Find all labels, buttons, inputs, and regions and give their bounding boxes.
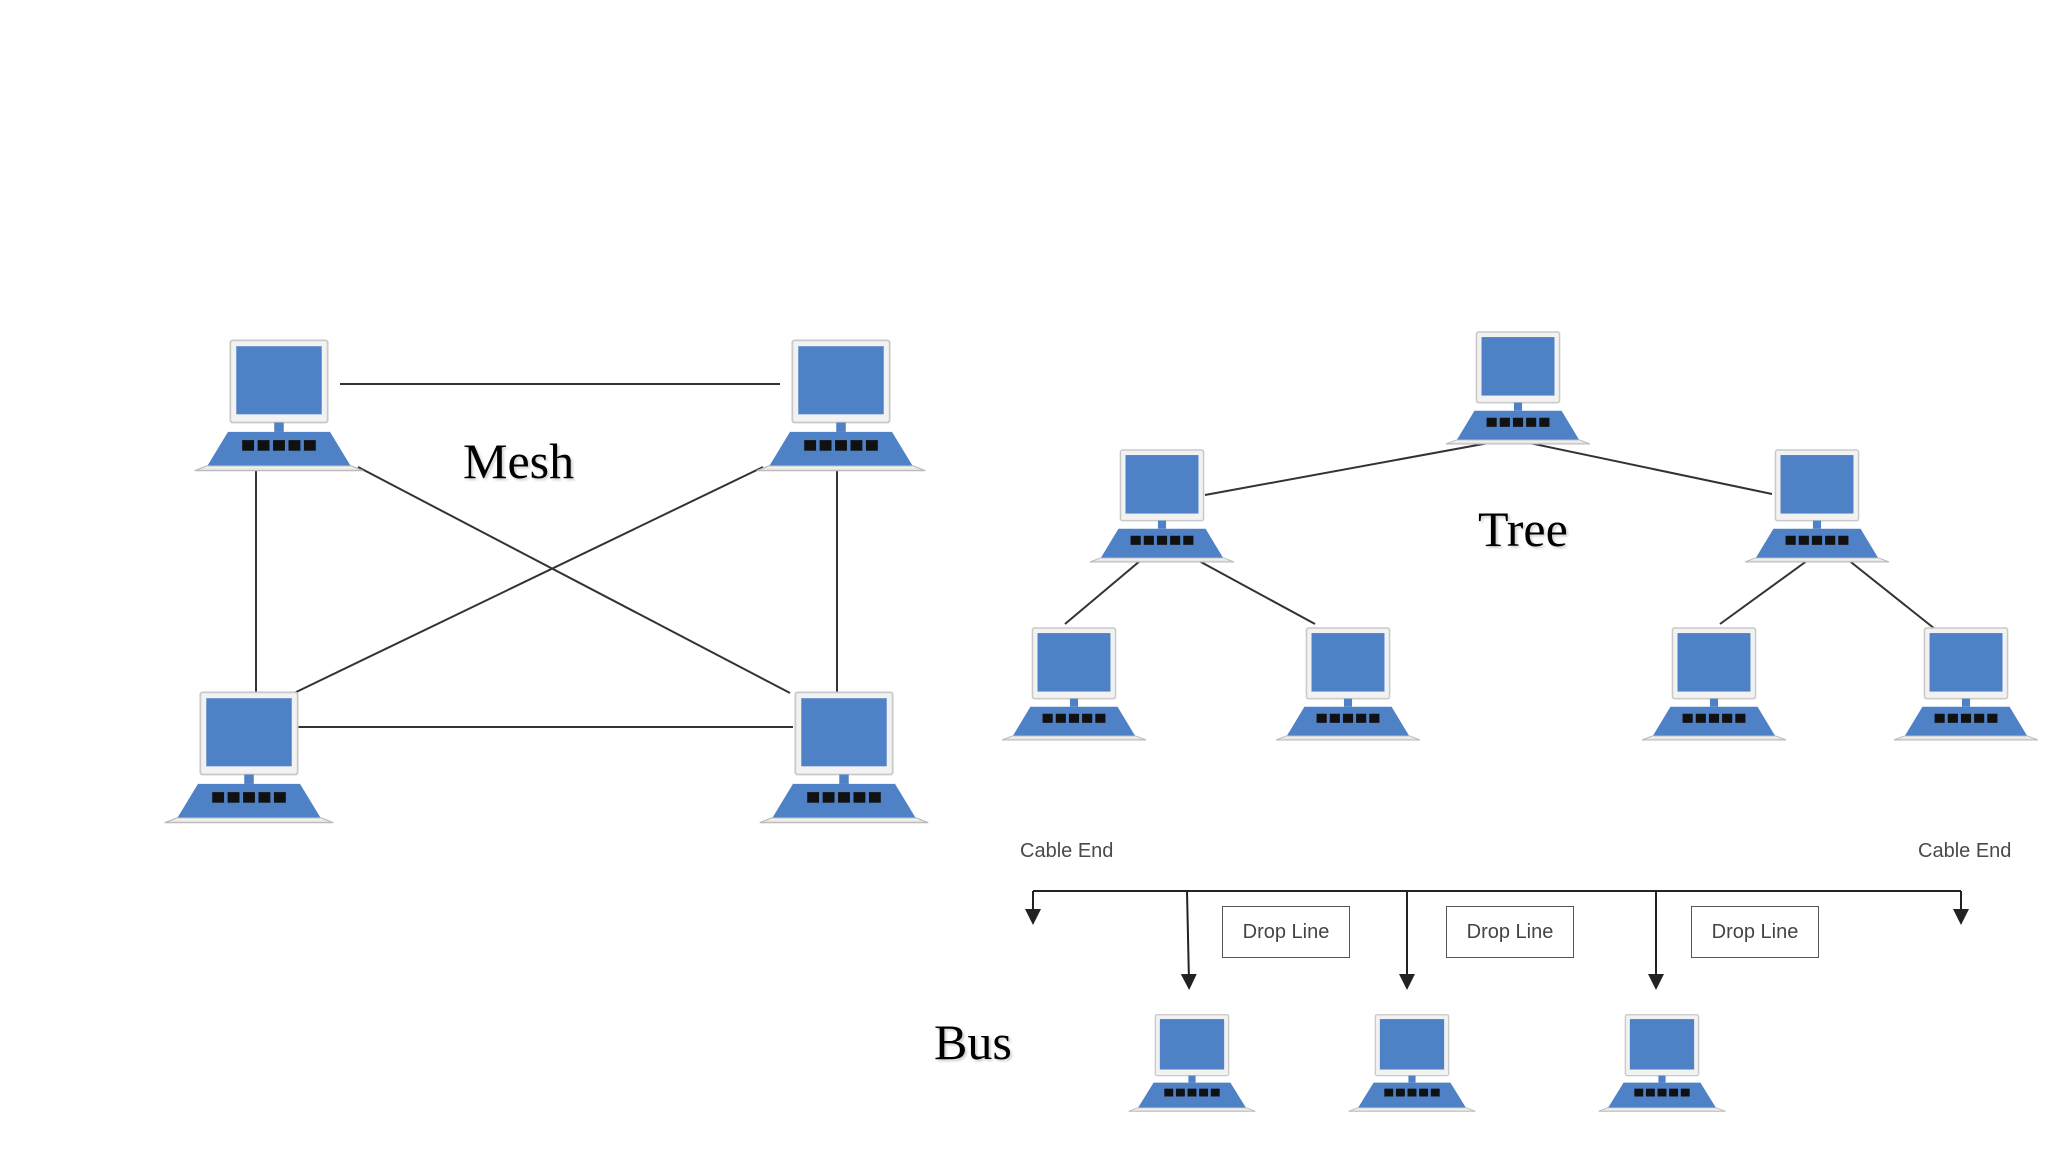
mesh-title: Mesh <box>463 433 575 489</box>
desktop-computer-icon <box>1001 627 1147 741</box>
tree-node-leaf-1 <box>998 626 1150 742</box>
desktop-computer-icon <box>1275 627 1421 741</box>
desktop-computer-icon <box>194 339 364 472</box>
tree-node-mid-left <box>1086 448 1238 564</box>
tree-links <box>1064 439 1941 634</box>
tree-link-l-1 <box>1064 554 1148 625</box>
tree-node-leaf-4 <box>1890 626 2042 742</box>
mesh-node-top-left <box>190 338 368 473</box>
desktop-computer-icon <box>164 691 334 824</box>
desktop-computer-icon <box>759 691 929 824</box>
drop-line-label-3: Drop Line <box>1691 906 1819 958</box>
tree-link-root-right <box>1514 439 1773 495</box>
desktop-computer-icon <box>1744 449 1890 563</box>
bus-node-3 <box>1595 1013 1729 1113</box>
tree-node-root <box>1442 330 1594 446</box>
desktop-computer-icon <box>1893 627 2039 741</box>
mesh-link-diag-1 <box>357 466 791 694</box>
cable-end-left-label: Cable End <box>1020 840 1114 862</box>
desktop-computer-icon <box>1128 1014 1256 1112</box>
cable-end-right-label: Cable End <box>1918 840 2012 862</box>
desktop-computer-icon <box>1598 1014 1726 1112</box>
mesh-node-top-right <box>752 338 930 473</box>
bus-cable <box>1025 890 1969 990</box>
desktop-computer-icon <box>756 339 926 472</box>
mesh-link-diag-2 <box>289 466 764 696</box>
tree-node-mid-right <box>1741 448 1893 564</box>
drop-line-label-1: Drop Line <box>1222 906 1350 958</box>
tree-node-leaf-3 <box>1638 626 1790 742</box>
tree-link-r-1 <box>1719 554 1816 625</box>
tree-link-l-2 <box>1187 554 1316 625</box>
tree-link-r-2 <box>1841 554 1941 634</box>
mesh-links <box>255 383 838 728</box>
desktop-computer-icon <box>1641 627 1787 741</box>
tree-title: Tree <box>1478 501 1568 557</box>
bus-node-1 <box>1125 1013 1259 1113</box>
tree-link-root-left <box>1204 439 1506 496</box>
desktop-computer-icon <box>1348 1014 1476 1112</box>
tree-node-leaf-2 <box>1272 626 1424 742</box>
mesh-node-bottom-right <box>755 690 933 825</box>
desktop-computer-icon <box>1089 449 1235 563</box>
bus-node-2 <box>1345 1013 1479 1113</box>
bus-drop-line-1 <box>1180 890 1197 990</box>
mesh-node-bottom-left <box>160 690 338 825</box>
bus-title: Bus <box>934 1014 1012 1070</box>
drop-line-label-2: Drop Line <box>1446 906 1574 958</box>
desktop-computer-icon <box>1445 331 1591 445</box>
